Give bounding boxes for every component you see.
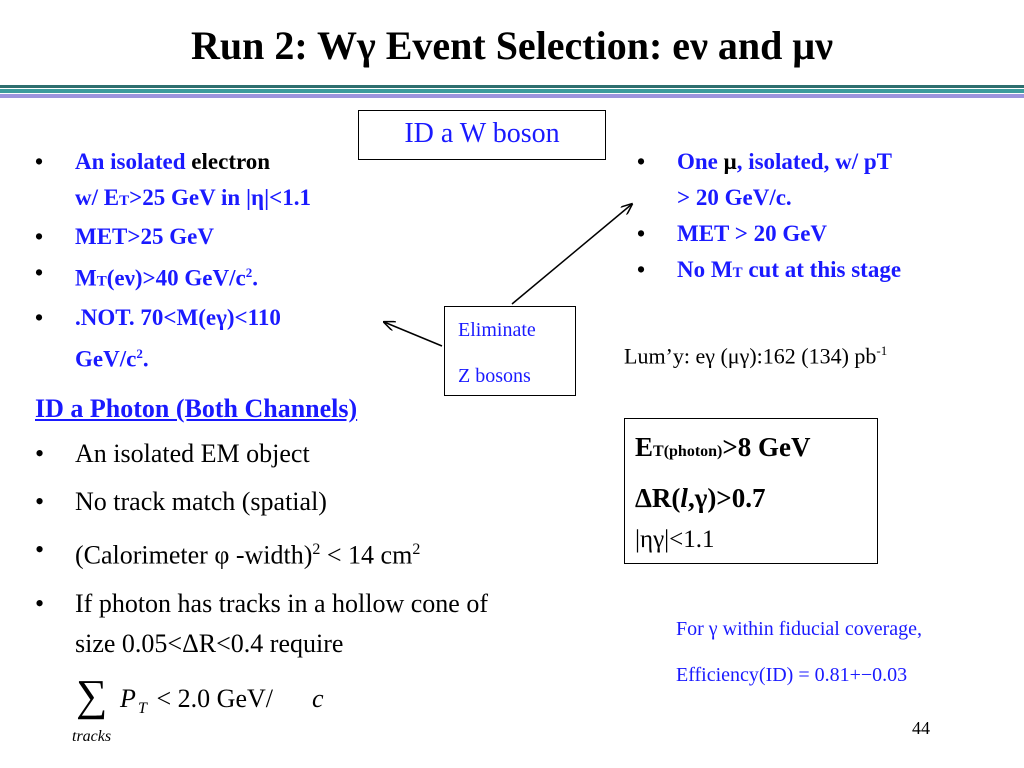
z-box-line1: Eliminate [458, 319, 536, 341]
photon-cuts-box: ET(photon)>8 GeV ΔR(l,γ)>0.7 |ηγ|<1.1 [624, 418, 878, 564]
z-box-line2: Z bosons [458, 365, 531, 387]
sum-formula: ∑ P T < 2.0 GeV/ c tracks [72, 671, 324, 745]
muon-list: •One μ, isolated, w/ pT> 20 GeV/c. •MET … [637, 144, 1017, 291]
rule-line-2 [0, 89, 1024, 93]
cut-eta: |ηγ|<1.1 [635, 526, 715, 553]
photon-heading: ID a Photon (Both Channels) [35, 394, 358, 423]
w-boson-box: ID a W boson [358, 110, 606, 160]
slide-title: Run 2: Wγ Event Selection: eν and μν [191, 23, 833, 68]
list-item: •No track match (spatial) [35, 487, 327, 516]
arrow-to-muon [511, 204, 632, 305]
list-item: •MET > 20 GeV [637, 221, 828, 246]
list-item: •MT(eν)>40 GeV/c2. [35, 260, 258, 291]
list-item: •An isolated EM object [35, 439, 310, 468]
list-item: • An isolated electron w/ ET>25 GeV in |… [35, 149, 311, 210]
z-boson-box: Eliminate Z bosons [444, 306, 576, 396]
list-item: •(Calorimeter φ -width)2 < 14 cm2 [35, 535, 421, 570]
list-item: •MET>25 GeV [35, 224, 214, 249]
rule-line-1 [0, 85, 1024, 88]
list-item: •One μ, isolated, w/ pT> 20 GeV/c. [637, 149, 892, 210]
list-item: •No MT cut at this stage [637, 257, 902, 282]
photon-list: •An isolated EM object •No track match (… [35, 434, 655, 664]
electron-list: • An isolated electron w/ ET>25 GeV in |… [35, 144, 395, 377]
w-boson-label: ID a W boson [404, 118, 560, 149]
cut-dr: ΔR(l,γ)>0.7 [635, 483, 766, 513]
sum-symbol: ∑ [76, 671, 108, 720]
cut-et: ET(photon)>8 GeV [635, 432, 811, 462]
rule-line-3 [0, 94, 1024, 98]
page-number: 44 [912, 718, 930, 738]
list-item: • If photon has tracks in a hollow cone … [35, 588, 489, 658]
efficiency-note: For γ within fiducial coverage, Efficien… [676, 618, 922, 686]
luminosity: Lum’y: eγ (μγ):162 (134) pb-1 [624, 343, 888, 369]
arrow-to-electron [384, 322, 443, 347]
